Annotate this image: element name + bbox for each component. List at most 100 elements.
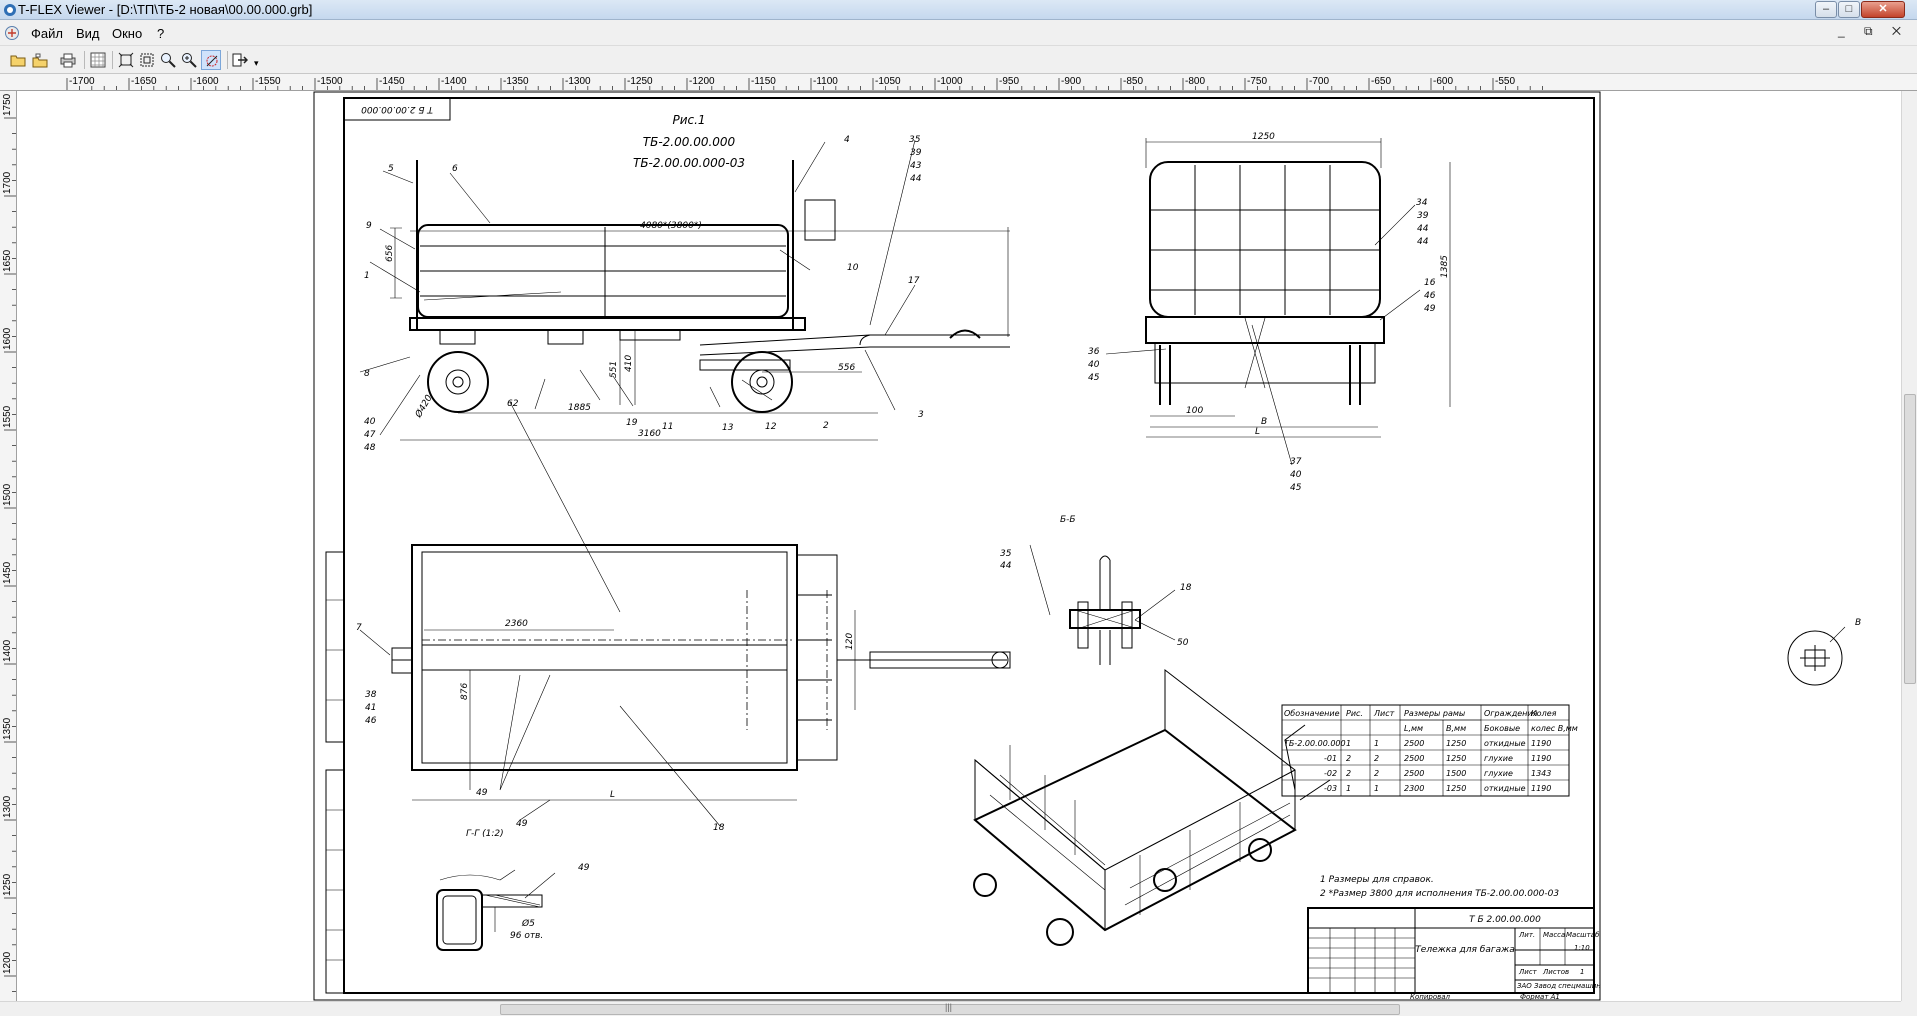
callout-48: 49 [1424, 304, 1436, 314]
table-cell: 1 [1346, 784, 1351, 793]
callout-16: 16 [1424, 278, 1436, 288]
designation-1: ТБ-2.00.00.000 [643, 135, 736, 149]
scroll-corner [1901, 1001, 1917, 1016]
zoom-window-button[interactable] [137, 50, 157, 70]
side-callouts: 5 6 9 1 8 10 4 35 39 43 44 17 3 2 12 13 … [359, 135, 924, 613]
callout-17: 17 [908, 276, 920, 286]
mdi-window-controls[interactable]: _ ⧉ ✕ [1837, 24, 1909, 38]
callout-62: 62 [507, 399, 519, 409]
exit-button[interactable] [230, 50, 250, 70]
title-bar[interactable]: T-FLEX Viewer - [D:\ТП\ТБ-2 новая\00.00.… [0, 0, 1917, 20]
designation-2: ТБ-2.00.00.000-03 [633, 156, 745, 170]
zoom-previous-button[interactable] [179, 50, 199, 70]
minimize-button[interactable]: – [1815, 1, 1837, 18]
ruler-label: 1350 [2, 717, 13, 740]
magnifier-plus-icon [182, 53, 197, 68]
vertical-scroll-thumb[interactable] [1904, 394, 1916, 684]
open-button[interactable] [8, 50, 28, 70]
ruler-label: -750 [1247, 76, 1267, 87]
callout-40: 43 [910, 161, 922, 171]
menu-view[interactable]: Вид [76, 26, 100, 41]
snap-icon [206, 55, 218, 67]
title-block-lit: Лит. [1518, 931, 1535, 939]
fig-label: Рис.1 [672, 113, 705, 127]
table-cell: -01 [1324, 754, 1337, 763]
left-margin-strip [325, 769, 345, 994]
ruler-label: -1700 [69, 76, 95, 87]
open-folder-icon [10, 55, 26, 67]
isometric-view [973, 668, 1331, 946]
ruler-label: 1450 [2, 561, 13, 584]
table-cell: 1 [1346, 739, 1351, 748]
callout-36b: 39 [1417, 211, 1429, 221]
callout-7: 7 [356, 623, 362, 633]
callout-42b: 44 [1000, 561, 1012, 571]
dim-1250: 1250 [1252, 132, 1275, 142]
printer-icon [60, 53, 76, 68]
callout-6: 6 [452, 164, 458, 174]
ruler-label: -1100 [813, 76, 838, 87]
print-button[interactable] [58, 50, 78, 70]
table-cell: 1250 [1446, 739, 1466, 748]
ruler-label: -850 [1123, 76, 1143, 87]
toolbar-overflow-icon[interactable]: ▾ [254, 58, 259, 68]
table-header: Размеры рамы [1404, 709, 1465, 718]
table-cell: 2 [1374, 769, 1379, 778]
menu-window[interactable]: Окно [112, 26, 143, 41]
note-1: 1 Размеры для справок. [1320, 875, 1434, 885]
dim-L-plan: L [610, 790, 615, 800]
callout-2: 2 [823, 421, 829, 431]
document-icon[interactable] [4, 25, 20, 41]
dim-4080: 4080*(3800*) [640, 221, 702, 231]
drawing-canvas[interactable]: Т Б 2.00.00.000 Рис.1 ТБ-2.00.00.000 ТБ-… [17, 91, 1901, 1001]
menu-file[interactable]: Файл [31, 26, 63, 41]
ruler-label: -550 [1495, 76, 1515, 87]
table-cell: глухие [1484, 754, 1513, 763]
dim-3160: 3160 [638, 429, 661, 439]
stamp-top-text: Т Б 2.00.00.000 [361, 104, 433, 114]
callout-10: 10 [847, 263, 859, 273]
ruler-label: -1600 [193, 76, 219, 87]
exit-icon [232, 53, 248, 67]
callout-12: 12 [765, 422, 777, 432]
horizontal-scroll-thumb[interactable] [500, 1004, 1400, 1015]
window-title: T-FLEX Viewer - [D:\ТП\ТБ-2 новая\00.00.… [18, 2, 313, 17]
callout-1: 1 [364, 271, 370, 281]
snap-button[interactable] [201, 50, 221, 70]
ruler-label: -1000 [937, 76, 963, 87]
dim-656: 656 [385, 245, 395, 262]
callout-3: 3 [918, 410, 924, 420]
ruler-label: 1700 [2, 171, 13, 194]
vertical-scrollbar[interactable] [1901, 91, 1917, 1001]
ruler-label: -700 [1309, 76, 1329, 87]
close-button[interactable]: ✕ [1861, 1, 1905, 18]
grid-icon [90, 52, 106, 68]
ruler-label: -950 [999, 76, 1019, 87]
dim-556: 556 [838, 363, 855, 373]
callout-46: 47 [364, 430, 376, 440]
grid-button[interactable] [88, 50, 108, 70]
toolbar-separator [227, 51, 228, 69]
maximize-button[interactable]: □ [1838, 1, 1860, 18]
table-cell: 1500 [1446, 769, 1466, 778]
dim-1385: 1385 [1440, 255, 1450, 278]
zoom-extents-button[interactable] [116, 50, 136, 70]
open-multiple-button[interactable] [30, 50, 50, 70]
horizontal-scrollbar[interactable]: ||| [0, 1001, 1901, 1016]
left-margin-strip [325, 551, 345, 743]
app-icon [4, 4, 16, 16]
folders-icon [32, 53, 48, 68]
zoom-realtime-button[interactable] [158, 50, 178, 70]
plan-view: 2360 876 L 120 7 38 41 46 49 49 18 Г-Г (… [356, 544, 1011, 839]
callout-37: 40 [1088, 360, 1100, 370]
sheet-frame [343, 97, 1595, 994]
horizontal-ruler[interactable]: -1700-1650-1600-1550-1500-1450-1400-1350… [0, 74, 1917, 91]
title-block: Т Б 2.00.00.000 Тележка для багажа Лит. … [1307, 907, 1601, 994]
section-gg-label: Г-Г (1:2) [466, 829, 504, 839]
ruler-label: -1300 [565, 76, 591, 87]
ruler-label: 1600 [2, 327, 13, 350]
table-subheader: колес В,мм [1531, 724, 1578, 733]
menu-help[interactable]: ? [157, 26, 165, 41]
zoom-window-icon [140, 53, 154, 67]
